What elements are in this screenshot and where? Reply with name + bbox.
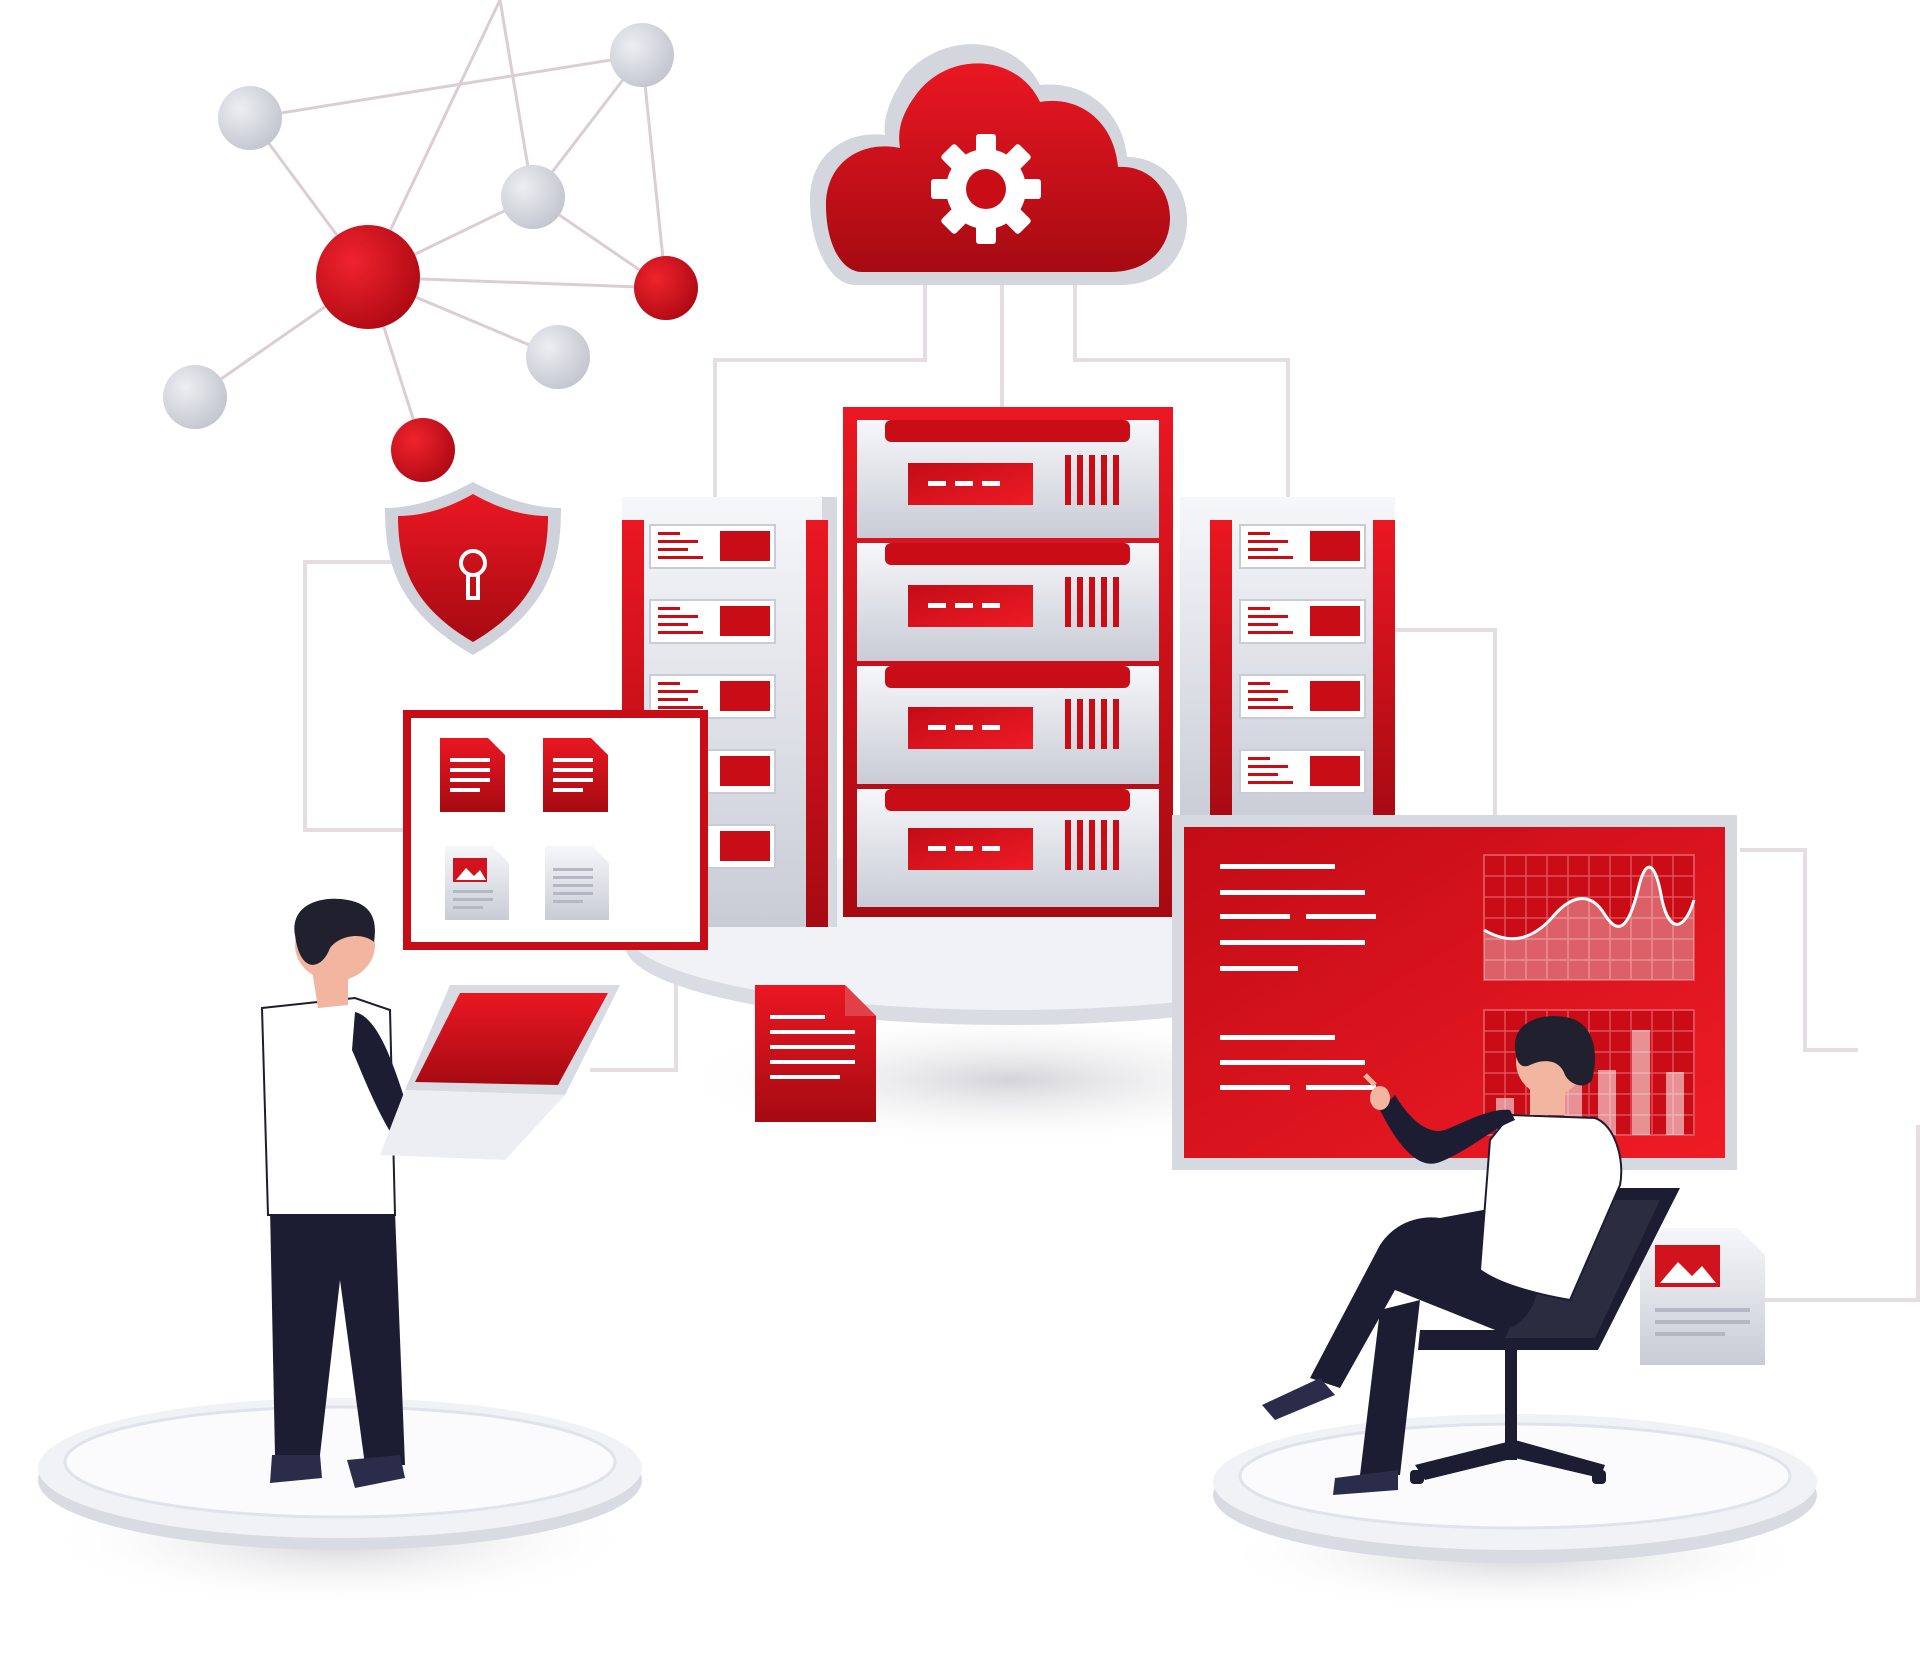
analytics-dashboard	[1172, 815, 1737, 1170]
person-sitting	[1262, 1016, 1680, 1495]
keyhole-icon	[459, 549, 487, 600]
network-node-hub	[316, 225, 420, 329]
shield-icon	[385, 482, 561, 655]
network-node	[634, 256, 698, 320]
file-browser-window	[403, 710, 708, 950]
document-icon	[440, 738, 505, 812]
server-unit	[1239, 524, 1366, 569]
image-file-icon	[445, 846, 509, 920]
network-node	[526, 325, 590, 389]
server-unit	[649, 524, 776, 569]
network-node	[610, 23, 674, 87]
server-drive	[857, 666, 1159, 784]
network-node	[218, 86, 282, 150]
dashboard-text-lines	[1220, 864, 1376, 1090]
server-unit	[1239, 599, 1366, 644]
person-standing	[0, 898, 620, 1488]
network-graph	[163, 0, 698, 482]
server-tower-center	[843, 407, 1173, 917]
document-icon	[543, 738, 608, 812]
network-node	[163, 365, 227, 429]
server-drive	[857, 543, 1159, 661]
document-icon	[545, 846, 609, 920]
network-node	[501, 165, 565, 229]
laptop-icon	[0, 985, 620, 1160]
person-platform-left	[38, 1398, 642, 1610]
server-unit	[1239, 674, 1366, 719]
gear-icon	[931, 134, 1041, 244]
server-drive	[857, 789, 1159, 907]
server-unit	[1239, 749, 1366, 794]
server-unit	[649, 599, 776, 644]
connection-lines	[303, 280, 1920, 1302]
wave-chart-icon	[1483, 854, 1696, 981]
cloud-icon	[810, 44, 1187, 286]
network-node	[391, 418, 455, 482]
server-drive	[857, 420, 1159, 538]
image-file-icon	[1640, 1228, 1765, 1365]
server-rack-right	[1180, 497, 1395, 827]
document-icon	[755, 985, 876, 1122]
